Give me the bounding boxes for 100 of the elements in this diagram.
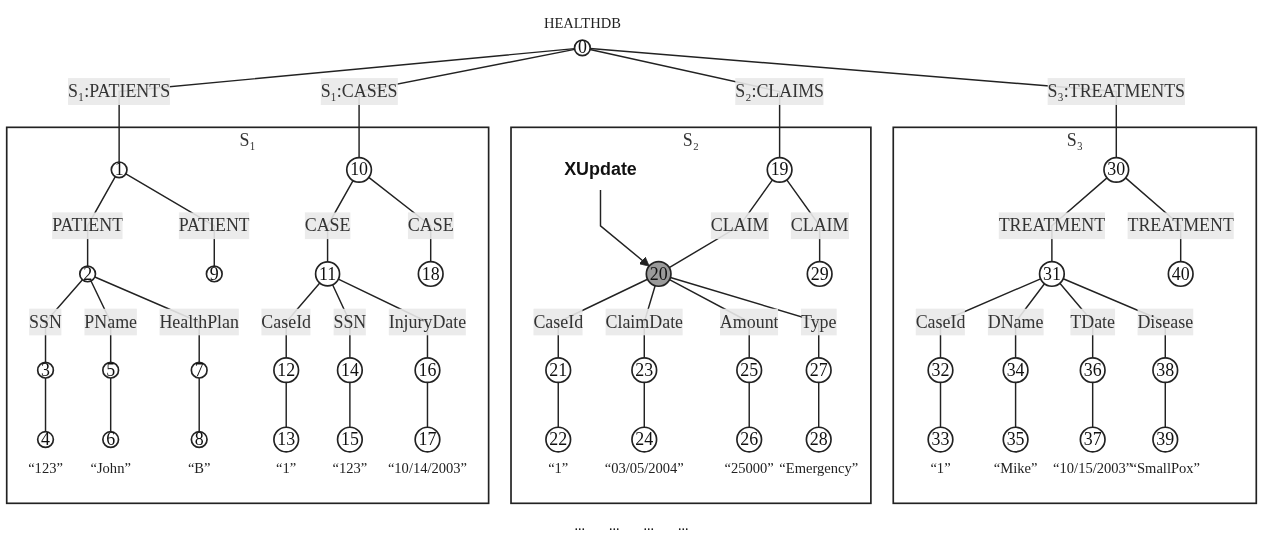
node-circle: 3	[36, 361, 55, 379]
value-label: “123”	[332, 460, 368, 477]
connector	[1164, 381, 1166, 428]
edge-label: PName	[84, 311, 138, 331]
edge-label: CaseId	[261, 311, 312, 331]
ellipsis-note: ...	[643, 518, 654, 535]
value-label: “1”	[276, 460, 297, 477]
edge-label: ClaimDate	[605, 311, 684, 331]
node-circle: 31	[1038, 260, 1066, 288]
node-circle: 27	[805, 357, 832, 384]
connector	[1062, 278, 1166, 359]
edge-label: S₂:CLAIMS	[735, 81, 825, 101]
edge-label: Disease	[1137, 311, 1194, 331]
node-circle: 12	[273, 357, 300, 384]
value-label: “25000”	[724, 460, 774, 477]
node-circle: 35	[1002, 426, 1029, 453]
node-circle: 40	[1167, 260, 1194, 288]
node-circle: 22	[545, 426, 572, 453]
value-label: HEALTHDB	[543, 14, 621, 31]
node-circle: 26	[736, 426, 763, 453]
edge-label: TREATMENT	[1127, 215, 1234, 235]
edge-label: TDate	[1070, 311, 1116, 331]
edge-label: TREATMENT	[998, 215, 1106, 235]
ellipsis-note: ...	[574, 518, 585, 535]
node-circle: 23	[631, 357, 658, 384]
value-label: “10/14/2003”	[387, 460, 468, 477]
connector	[198, 377, 200, 433]
node-circle: 37	[1079, 426, 1106, 453]
connector	[1091, 381, 1094, 428]
node-circle: 5	[102, 361, 120, 379]
value-label: “Mike”	[993, 460, 1038, 477]
connector	[426, 381, 429, 428]
value-label: “SmallPox”	[1130, 460, 1200, 477]
node-circle: 18	[417, 260, 444, 288]
edge-label: Amount	[719, 311, 779, 331]
edge-label: CASE	[407, 215, 454, 235]
edge-label: SSN	[333, 311, 367, 331]
node-circle: 39	[1152, 426, 1179, 453]
value-label: “03/05/2004”	[604, 460, 684, 477]
connector	[44, 377, 47, 433]
node-circle: 28	[805, 426, 832, 453]
connector	[109, 377, 112, 433]
value-label: “Emergency”	[779, 460, 859, 477]
edge-label: S₃:TREATMENTS	[1047, 81, 1186, 101]
value-label: “10/15/2003”	[1053, 460, 1133, 477]
node-circle: 0	[573, 39, 592, 57]
connector	[1014, 381, 1017, 428]
ellipsis-note: ...	[609, 518, 620, 535]
node-text: XUpdate	[564, 159, 637, 179]
node-circle: 36	[1079, 357, 1106, 384]
edge-label: PATIENT	[52, 215, 124, 235]
node-circle: 13	[273, 426, 300, 453]
connector	[349, 381, 351, 428]
node-circle: 21	[545, 357, 572, 384]
node-circle: 6	[102, 430, 120, 449]
edge-label: DName	[987, 311, 1044, 331]
node-circle: 25	[736, 357, 763, 384]
connector	[818, 381, 820, 428]
node-circle: 2	[78, 265, 97, 283]
node-circle: 24	[631, 426, 658, 453]
value-label: “123”	[28, 460, 63, 477]
node-circle: 17	[414, 426, 441, 453]
edge-label: InjuryDate	[388, 311, 467, 331]
connector	[748, 381, 750, 428]
node-circle: 30	[1103, 156, 1130, 183]
node-circle: 29	[806, 260, 833, 288]
node-circle: 16	[414, 357, 441, 384]
node-circle: 14	[336, 357, 364, 384]
node-circle: 32	[927, 357, 954, 384]
connector	[285, 381, 287, 428]
edge-label: CASE	[304, 215, 351, 235]
edge-label: PATIENT	[178, 215, 250, 235]
edge-label: CLAIM	[710, 215, 769, 235]
node-circle: 10	[345, 156, 373, 183]
node-circle: 11	[314, 261, 341, 287]
arrow	[599, 189, 650, 267]
node-circle: 9	[205, 265, 223, 283]
edge-label: S₁:PATIENTS	[68, 81, 171, 101]
ellipsis-note: ...	[678, 518, 689, 535]
node-circle: 33	[927, 426, 954, 453]
edge-label: CaseId	[915, 311, 966, 331]
node-circle: 15	[336, 426, 364, 453]
edge-label: CLAIM	[790, 215, 849, 235]
node-circle: 19	[766, 156, 793, 183]
node-circle: 8	[190, 430, 208, 449]
value-label: “1”	[930, 460, 951, 477]
value-label: “John”	[90, 460, 131, 477]
node-circle: 34	[1002, 357, 1029, 384]
edge-label: Type	[800, 311, 837, 331]
edge-label: S₁:CASES	[320, 81, 398, 101]
connector	[557, 381, 559, 428]
node-circle: 7	[190, 361, 208, 379]
node-circle: 20	[645, 260, 672, 288]
node-circle: 4	[36, 430, 55, 449]
edge-label: HealthPlan	[159, 311, 239, 331]
node-circle: 38	[1152, 357, 1179, 384]
connector	[668, 179, 774, 269]
value-label: “B”	[187, 460, 211, 477]
connector	[939, 381, 942, 428]
edge-label: SSN	[29, 311, 62, 331]
